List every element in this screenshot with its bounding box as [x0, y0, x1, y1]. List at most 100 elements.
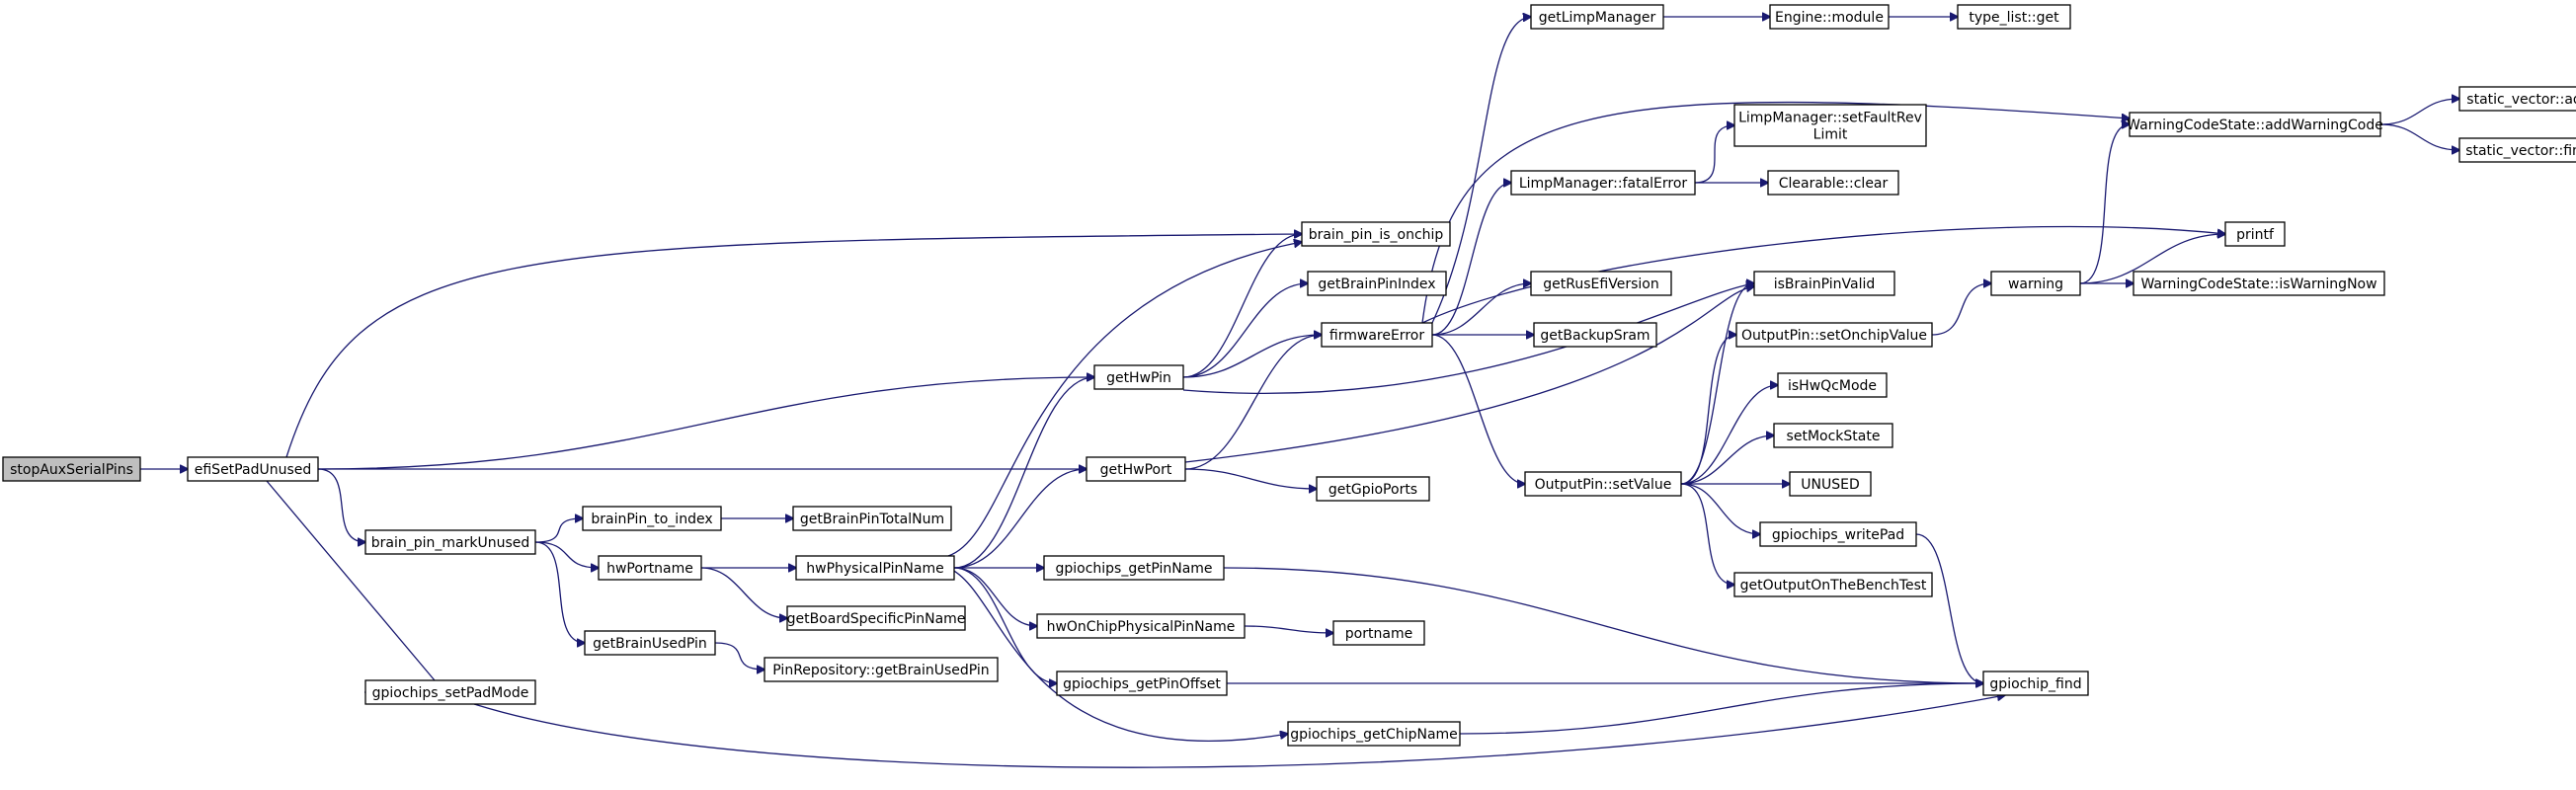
- node-box: [1957, 4, 2071, 30]
- graph-node-isbrainpinvalid[interactable]: isBrainPinValid: [1753, 271, 1895, 296]
- graph-node-outputpin-setvalue[interactable]: OutputPin::setValue: [1524, 471, 1682, 497]
- edge-hwonchipphysicalpinname-to-portname: [1244, 625, 1333, 633]
- graph-node-clearable-clear[interactable]: Clearable::clear: [1767, 170, 1899, 196]
- edge-warningcodestate-addwarningcode-to-static-vector-add: [2379, 99, 2459, 125]
- graph-node-gpiochip-find[interactable]: gpiochip_find: [1982, 671, 2089, 696]
- graph-node-efisetpadunused[interactable]: efiSetPadUnused: [187, 456, 319, 482]
- graph-node-engine-module[interactable]: Engine::module: [1769, 4, 1890, 30]
- edge-hwphysicalpinname-to-hwonchipphysicalpinname: [953, 567, 1037, 626]
- graph-node-static-vector-add[interactable]: static_vector::add: [2458, 86, 2576, 112]
- graph-node-hwonchipphysicalpinname[interactable]: hwOnChipPhysicalPinName: [1036, 613, 1246, 639]
- graph-node-hwportname[interactable]: hwPortname: [598, 555, 702, 581]
- edge-outputpin-setvalue-to-ishwqcmode: [1680, 385, 1778, 485]
- graph-node-getrusefiversion[interactable]: getRusEfiVersion: [1530, 271, 1672, 296]
- graph-node-brain-pin-is-onchip[interactable]: brain_pin_is_onchip: [1301, 221, 1451, 247]
- graph-node-gpiochips-setpadmode[interactable]: gpiochips_setPadMode: [364, 679, 536, 705]
- node-box: [2, 456, 141, 482]
- graph-node-gpiochips-getpinname[interactable]: gpiochips_getPinName: [1043, 555, 1225, 581]
- node-box: [1530, 4, 1664, 30]
- node-box: [1777, 372, 1888, 398]
- node-label: getBrainPinTotalNum: [800, 512, 944, 527]
- graph-node-getboardspecificpinname[interactable]: getBoardSpecificPinName: [786, 605, 966, 631]
- node-box: [786, 605, 966, 631]
- node-label: warning: [2008, 276, 2063, 292]
- node-box: [1769, 4, 1890, 30]
- graph-node-warningcodestate-iswarningnow[interactable]: WarningCodeState::isWarningNow: [2133, 271, 2385, 296]
- edge-warning-to-printf: [2079, 234, 2225, 284]
- edge-firmwareerror-to-limpmanager-fatalerror: [1431, 183, 1511, 336]
- graph-node-getlimpmanager[interactable]: getLimpManager: [1530, 4, 1664, 30]
- graph-node-outputpin-setonchipvalue[interactable]: OutputPin::setOnchipValue: [1735, 322, 1933, 348]
- graph-node-brainpin-to-index[interactable]: brainPin_to_index: [582, 506, 722, 531]
- edge-gpiochips-getpinname-to-gpiochip-find: [1223, 567, 1983, 683]
- graph-node-firmwareerror[interactable]: firmwareError: [1321, 322, 1433, 348]
- node-box: [1287, 721, 1461, 747]
- graph-node-gpiochips-getchipname[interactable]: gpiochips_getChipName: [1287, 721, 1461, 747]
- graph-node-gethwpin[interactable]: getHwPin: [1093, 364, 1184, 390]
- edge-gethwpin-to-firmwareerror: [1182, 335, 1322, 378]
- edge-hwportname-to-getboardspecificpinname: [700, 567, 787, 618]
- edge-gethwport-to-isbrainpinvalid: [1184, 286, 1754, 463]
- graph-node-brain-pin-markunused[interactable]: brain_pin_markUnused: [364, 529, 536, 555]
- graph-node-warningcodestate-addwarningcode[interactable]: WarningCodeState::addWarningCode: [2127, 112, 2383, 137]
- node-label: getOutputOnTheBenchTest: [1740, 578, 1927, 593]
- graph-node-getbrainusedpin[interactable]: getBrainUsedPin: [584, 630, 716, 656]
- edge-warningcodestate-addwarningcode-to-static-vector-find: [2379, 123, 2459, 150]
- graph-node-ishwqcmode[interactable]: isHwQcMode: [1777, 372, 1888, 398]
- node-label: LimpManager::setFaultRev: [1738, 111, 1922, 126]
- edge-outputpin-setvalue-to-setmockstate: [1680, 435, 1774, 485]
- graph-node-unused[interactable]: UNUSED: [1789, 471, 1872, 497]
- graph-node-gethwport[interactable]: getHwPort: [1086, 456, 1186, 482]
- graph-node-getbrainpintotalnum[interactable]: getBrainPinTotalNum: [792, 506, 952, 531]
- node-label: Engine::module: [1775, 10, 1884, 26]
- graph-node-static-vector-find[interactable]: static_vector::find: [2458, 137, 2576, 163]
- node-label: portname: [1345, 626, 1412, 642]
- node-label: efiSetPadUnused: [195, 462, 312, 478]
- node-box: [1773, 423, 1893, 448]
- node-box: [1043, 555, 1225, 581]
- edge-hwphysicalpinname-to-gethwport: [953, 469, 1087, 569]
- node-box: [1036, 613, 1246, 639]
- graph-node-portname[interactable]: portname: [1332, 620, 1425, 646]
- edge-brain-pin-markunused-to-brainpin-to-index: [534, 518, 583, 543]
- node-label: gpiochips_getPinName: [1055, 561, 1212, 577]
- node-box: [1524, 471, 1682, 497]
- node-label: gpiochips_writePad: [1772, 527, 1904, 543]
- node-label: gpiochips_getChipName: [1290, 727, 1458, 743]
- graph-node-getgpioports[interactable]: getGpioPorts: [1316, 476, 1430, 502]
- edge-brain-pin-markunused-to-getbrainusedpin: [534, 541, 585, 643]
- graph-node-warning[interactable]: warning: [1990, 271, 2081, 296]
- graph-node-gpiochips-writepad[interactable]: gpiochips_writePad: [1759, 521, 1917, 547]
- edge-efisetpadunused-to-gethwpin: [317, 377, 1094, 470]
- graph-node-setmockstate[interactable]: setMockState: [1773, 423, 1893, 448]
- edge-firmwareerror-to-getlimpmanager: [1431, 17, 1531, 324]
- graph-node-stopauxserialpins[interactable]: stopAuxSerialPins: [2, 456, 141, 482]
- edge-gethwpin-to-brain-pin-is-onchip: [1182, 234, 1302, 378]
- graph-node-hwphysicalpinname[interactable]: hwPhysicalPinName: [795, 555, 955, 581]
- node-box: [1733, 104, 1927, 147]
- edge-gpiochips-setpadmode-to-gpiochip-find: [473, 695, 2005, 768]
- graph-node-getbrainpinindex[interactable]: getBrainPinIndex: [1307, 271, 1447, 296]
- node-label: hwOnChipPhysicalPinName: [1047, 619, 1236, 635]
- edge-outputpin-setvalue-to-gpiochips-writepad: [1680, 483, 1760, 534]
- graph-node-type-list-get[interactable]: type_list::get: [1957, 4, 2071, 30]
- node-label: OutputPin::setValue: [1535, 477, 1672, 493]
- node-box: [1789, 471, 1872, 497]
- node-label: hwPhysicalPinName: [806, 561, 943, 577]
- graph-node-getoutputonthebenchtest[interactable]: getOutputOnTheBenchTest: [1733, 572, 1933, 597]
- node-box: [2458, 86, 2576, 112]
- graph-node-printf[interactable]: printf: [2224, 221, 2286, 247]
- graph-node-getbackupsram[interactable]: getBackupSram: [1533, 322, 1657, 348]
- node-box: [1093, 364, 1184, 390]
- graph-node-pinrepository-getbrainusedpin[interactable]: PinRepository::getBrainUsedPin: [764, 657, 999, 682]
- edge-limpmanager-fatalerror-to-limpmanager-setfaultrevlimit: [1694, 125, 1734, 184]
- node-box: [2224, 221, 2286, 247]
- graph-node-limpmanager-fatalerror[interactable]: LimpManager::fatalError: [1510, 170, 1696, 196]
- graph-node-gpiochips-getpinoffset[interactable]: gpiochips_getPinOffset: [1056, 671, 1228, 696]
- node-box: [1301, 221, 1451, 247]
- edge-gethwport-to-firmwareerror: [1184, 335, 1322, 470]
- node-label: printf: [2236, 227, 2275, 243]
- node-label: UNUSED: [1801, 477, 1859, 493]
